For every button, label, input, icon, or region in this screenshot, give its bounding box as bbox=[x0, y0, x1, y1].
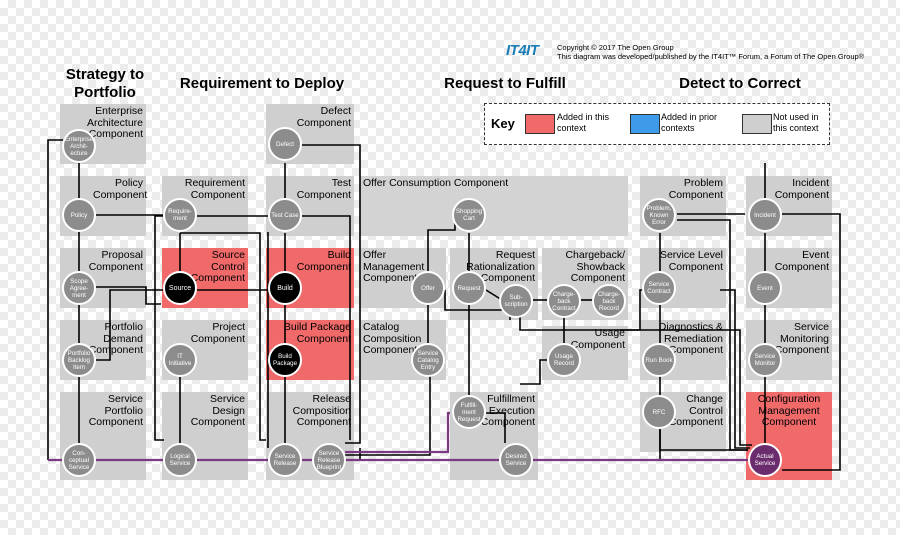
node-usage-record[interactable]: Usage Record bbox=[547, 343, 581, 377]
node-actual-service[interactable]: Actual Service bbox=[748, 443, 782, 477]
node-logical-service[interactable]: Logical Service bbox=[163, 443, 197, 477]
node-policy[interactable]: Policy bbox=[62, 198, 96, 232]
node-source[interactable]: Source bbox=[163, 271, 197, 305]
component-label: Defect Component bbox=[296, 105, 351, 129]
component-label: Build Package Component bbox=[283, 321, 351, 345]
node-build-package[interactable]: Build Package bbox=[268, 343, 302, 377]
component-label: Event Component bbox=[774, 249, 829, 273]
node-service-catalog-entry[interactable]: Service Catalog Entry bbox=[411, 343, 445, 377]
node-defect[interactable]: Defect bbox=[268, 127, 302, 161]
key-legend: Key Added in this context Added in prior… bbox=[484, 103, 830, 145]
component-label: Request Rationalization Component bbox=[466, 249, 535, 284]
node-conceptual-service[interactable]: Con- ceptual Service bbox=[62, 443, 96, 477]
component-label: Test Component bbox=[296, 177, 351, 201]
node-event[interactable]: Event bbox=[748, 271, 782, 305]
copyright-text: Copyright © 2017 The Open Group This dia… bbox=[557, 43, 897, 61]
node-service-contract[interactable]: Service Contract bbox=[642, 271, 676, 305]
component-label: Service Design Component bbox=[190, 393, 245, 428]
key-label-unused: Not used in this context bbox=[773, 112, 819, 133]
key-title: Key bbox=[491, 116, 515, 131]
component-label: Offer Consumption Component bbox=[363, 177, 509, 189]
component-label: Usage Component bbox=[570, 327, 625, 351]
component-label: Portfolio Demand Component bbox=[88, 321, 143, 356]
node-run-book[interactable]: Run Book bbox=[642, 343, 676, 377]
node-chargeback-record[interactable]: Charge- back Record bbox=[592, 284, 626, 318]
node-requirement[interactable]: Require- ment bbox=[163, 198, 197, 232]
node-service-release[interactable]: Service Release bbox=[268, 443, 302, 477]
node-scope-agreement[interactable]: Scope Agree- ment bbox=[62, 271, 96, 305]
component-label: Fulfillment Execution Component bbox=[480, 393, 535, 428]
component-label: Requirement Component bbox=[184, 177, 245, 201]
node-it-initiative[interactable]: IT Initiative bbox=[163, 343, 197, 377]
node-portfolio-backlog-item[interactable]: Portfolio Backlog Item bbox=[62, 343, 96, 377]
node-chargeback-contract[interactable]: Charge- back Contract bbox=[547, 284, 581, 318]
node-request[interactable]: Request bbox=[452, 271, 486, 305]
it4it-logo: IT4IT bbox=[506, 42, 552, 66]
component-label: Service Level Component bbox=[659, 249, 723, 273]
key-swatch-unused bbox=[742, 114, 772, 134]
component-label: Catalog Composition Component bbox=[363, 321, 422, 356]
node-enterprise-architecture[interactable]: Enterprise Archit- ecture bbox=[62, 129, 96, 163]
node-shopping-cart[interactable]: Shopping Cart bbox=[452, 198, 486, 232]
component-label: Proposal Component bbox=[88, 249, 143, 273]
component-offer-consumption: Offer Consumption Component bbox=[360, 176, 628, 236]
node-incident[interactable]: Incident bbox=[748, 198, 782, 232]
stream-strategy-to-portfolio: Strategy to Portfolio bbox=[65, 66, 145, 101]
component-label: Release Composition Component bbox=[292, 393, 351, 428]
node-subscription[interactable]: Sub- scription bbox=[499, 284, 533, 318]
component-label: Service Portfolio Component bbox=[88, 393, 143, 428]
node-rfc[interactable]: RFC bbox=[642, 395, 676, 429]
component-label: Build Component bbox=[296, 249, 351, 273]
key-label-prior: Added in prior contexts bbox=[661, 112, 718, 133]
copyright-line-2: This diagram was developed/published by … bbox=[557, 52, 865, 61]
component-label: Policy Component bbox=[93, 177, 148, 201]
stream-requirement-to-deploy: Requirement to Deploy bbox=[179, 75, 345, 92]
node-service-monitor[interactable]: Service Monitor bbox=[748, 343, 782, 377]
copyright-line-1: Copyright © 2017 The Open Group bbox=[557, 43, 674, 52]
component-label: Project Component bbox=[190, 321, 245, 345]
logo-text: IT4IT bbox=[506, 42, 539, 59]
component-label: Enterprise Architecture Component bbox=[86, 105, 143, 140]
key-swatch-added bbox=[525, 114, 555, 134]
key-label-added: Added in this context bbox=[557, 112, 610, 133]
component-label: Source Control Component bbox=[190, 249, 245, 284]
component-label: Service Monitoring Component bbox=[774, 321, 829, 356]
node-service-release-blueprint[interactable]: Service Release Blueprint bbox=[312, 443, 346, 477]
stream-detect-to-correct: Detect to Correct bbox=[679, 75, 801, 92]
node-desired-service[interactable]: Desired Service bbox=[499, 443, 533, 477]
node-fulfillment-request[interactable]: Fulfill- ment Request bbox=[452, 395, 486, 429]
component-label: Problem Component bbox=[668, 177, 723, 201]
component-label: Diagnostics & Remediation Component bbox=[658, 321, 723, 356]
key-swatch-prior bbox=[630, 114, 660, 134]
node-problem-known-error[interactable]: Problem, Known Error bbox=[642, 198, 676, 232]
component-label: Change Control Component bbox=[668, 393, 723, 428]
node-offer[interactable]: Offer bbox=[411, 271, 445, 305]
component-label: Configuration Management Component bbox=[757, 393, 821, 428]
component-label: Incident Component bbox=[774, 177, 829, 201]
stream-request-to-fulfill: Request to Fulfill bbox=[444, 75, 566, 92]
component-label: Chargeback/ Showback Component bbox=[565, 249, 625, 284]
node-build[interactable]: Build bbox=[268, 271, 302, 305]
component-label: Offer Management Component bbox=[363, 249, 425, 284]
node-test-case[interactable]: Test Case bbox=[268, 198, 302, 232]
